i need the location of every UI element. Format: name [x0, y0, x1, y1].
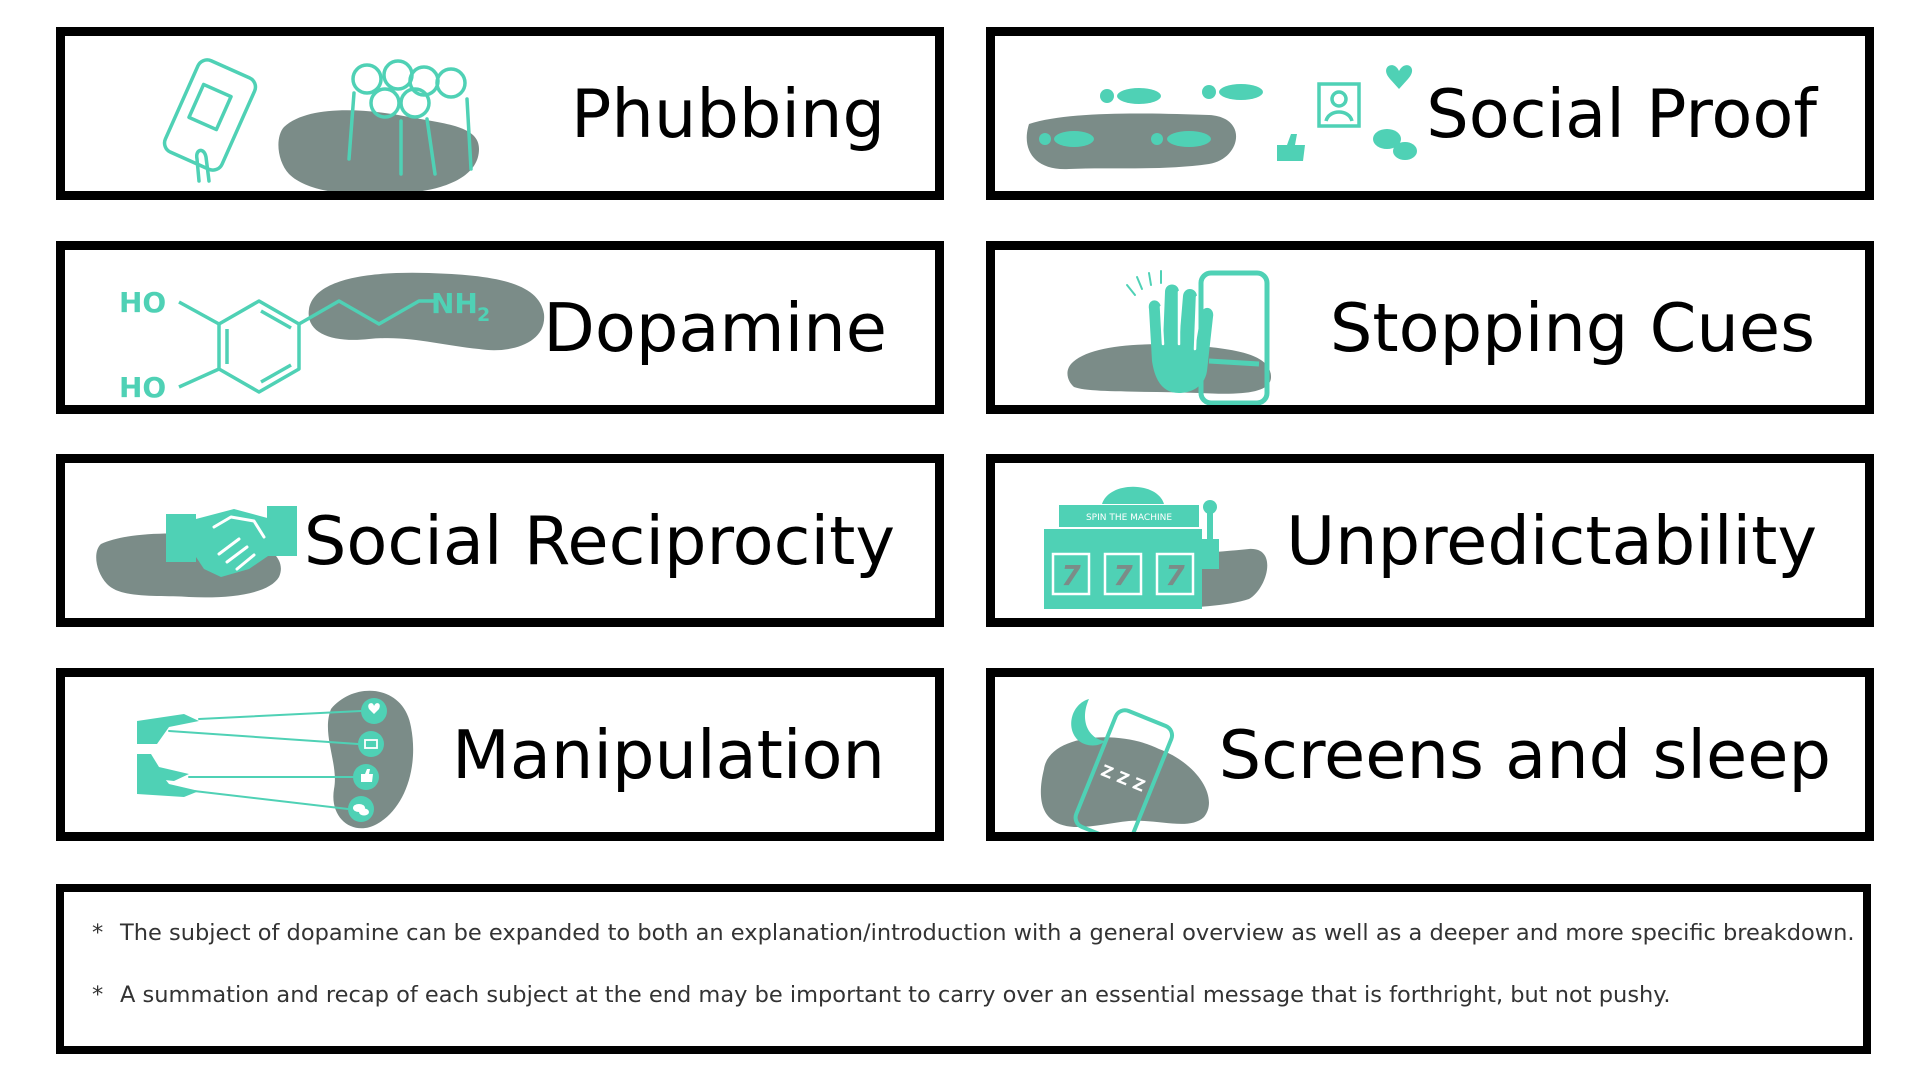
card-unpredictability[interactable]: SPIN THE MACHINE 7 7 7 Unpredictability — [986, 454, 1874, 627]
card-screens-and-sleep[interactable]: Z Z Z Screens and sleep — [986, 668, 1874, 841]
card-phubbing[interactable]: Phubbing — [56, 27, 944, 200]
card-social-reciprocity[interactable]: Social Reciprocity — [56, 454, 944, 627]
note-text: The subject of dopamine can be expanded … — [120, 920, 1855, 946]
nh2-label: NH — [431, 287, 478, 320]
ho-bottom-label: HO — [119, 371, 166, 404]
note-item: * A summation and recap of each subject a… — [92, 980, 1841, 1010]
card-title: Manipulation — [452, 715, 885, 794]
card-title: Social Proof — [1426, 74, 1817, 153]
nh2-subscript: 2 — [477, 304, 490, 326]
slot-machine-icon: SPIN THE MACHINE 7 7 7 — [1044, 486, 1268, 609]
note-item: * The subject of dopamine can be expanded… — [92, 918, 1855, 948]
dopamine-molecule-icon: HO HO NH 2 — [119, 272, 545, 404]
card-stopping-cues[interactable]: Stopping Cues — [986, 241, 1874, 414]
card-title: Stopping Cues — [1329, 288, 1815, 367]
puppet-hands-icon — [137, 690, 414, 829]
note-marker: * — [92, 920, 104, 946]
card-social-proof[interactable]: Social Proof — [986, 27, 1874, 200]
note-text: A summation and recap of each subject at… — [120, 982, 1671, 1008]
handshake-icon — [96, 506, 297, 598]
phone-crowd-icon — [162, 58, 479, 191]
slot-reel-1: 7 — [1061, 559, 1081, 592]
card-dopamine[interactable]: HO HO NH 2 Dopamine — [56, 241, 944, 414]
card-title: Social Reciprocity — [303, 501, 895, 580]
note-marker: * — [92, 982, 104, 1008]
footprints-social-icon — [1026, 65, 1417, 170]
slot-reel-3: 7 — [1165, 559, 1185, 592]
card-title: Dopamine — [543, 288, 887, 367]
card-title: Phubbing — [571, 74, 885, 153]
card-manipulation[interactable]: Manipulation — [56, 668, 944, 841]
sleeping-phone-icon: Z Z Z — [1040, 699, 1209, 832]
card-title: Unpredictability — [1286, 501, 1817, 580]
notes-box: * The subject of dopamine can be expanded… — [56, 884, 1871, 1054]
card-title: Screens and sleep — [1218, 715, 1831, 794]
slot-marquee: SPIN THE MACHINE — [1086, 513, 1172, 523]
slot-reel-2: 7 — [1113, 559, 1133, 592]
ho-top-label: HO — [119, 286, 166, 319]
hand-phone-icon — [1067, 270, 1271, 405]
